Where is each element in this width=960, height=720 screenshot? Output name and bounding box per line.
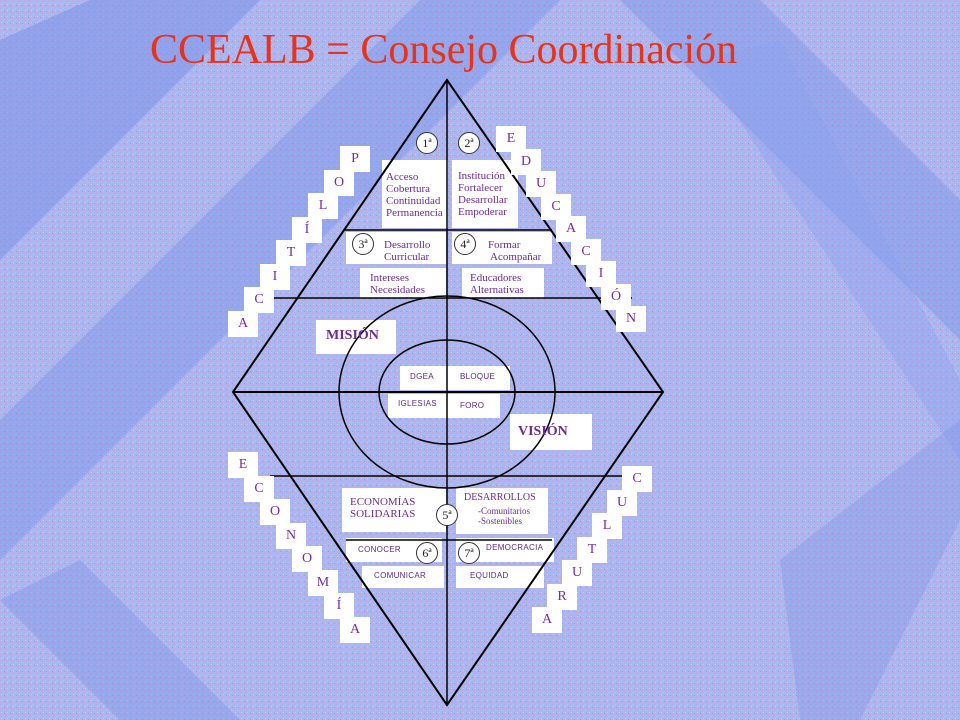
page-title: CCEALB = Consejo Coordinación: [150, 27, 738, 73]
left-top-letter-4: T: [276, 240, 306, 266]
right-top-letter-2: U: [526, 171, 556, 197]
sector-3b-box: [360, 268, 446, 298]
right-top-letter-6: I: [586, 261, 616, 287]
center-bottom-box: [388, 394, 500, 418]
right-bottom-letter-1: U: [607, 489, 637, 516]
center-top-box: [400, 366, 510, 390]
conocer-label: CONOCER: [358, 545, 401, 554]
right-bottom-letter-6: A: [532, 607, 562, 633]
left-bottom-letter-3: N: [276, 522, 306, 549]
mision-label: MISIÓN: [326, 328, 379, 343]
left-top-letter-3: Í: [292, 216, 322, 243]
sector-7-bottom-box: [456, 566, 544, 588]
left-top-letter-0: P: [340, 146, 370, 172]
left-bottom-letter-0: E: [228, 452, 258, 478]
left-bottom-letter-4: O: [292, 546, 322, 572]
right-top-letter-4: A: [556, 216, 586, 242]
badge-6: 6ª: [416, 542, 438, 564]
left-top-letter-5: I: [260, 263, 290, 290]
right-top-letter-1: D: [511, 148, 541, 175]
left-bottom-letter-7: A: [340, 616, 370, 643]
left-bottom-letter-2: O: [260, 499, 290, 525]
right-bottom-letter-0: C: [622, 466, 652, 492]
badge-4: 4ª: [454, 233, 476, 255]
right-bottom-letter-3: T: [577, 536, 607, 563]
sector-6-bottom-box: [362, 566, 444, 588]
sector-5-right-items: -Comunitarios-Sostenibles: [478, 506, 530, 526]
iglesias-label: IGLESIAS: [398, 399, 437, 408]
mision-box: [316, 320, 396, 354]
left-top-letter-1: O: [324, 169, 354, 196]
left-bottom-letter-1: C: [244, 475, 274, 502]
right-top-letter-3: C: [541, 193, 571, 220]
left-top-letter-2: L: [308, 193, 338, 219]
sector-4b-box: [462, 268, 544, 298]
foro-label: FORO: [460, 401, 485, 410]
right-top-letter-7: Ó: [601, 283, 631, 310]
right-bottom-letter-2: L: [592, 513, 622, 539]
sector-1-box: [382, 160, 448, 228]
badge-5: 5ª: [436, 504, 458, 526]
left-bottom-letter-6: Í: [324, 593, 354, 619]
vision-label: VISIÓN: [518, 424, 568, 439]
sector-5-right-text: DESARROLLOS: [464, 492, 536, 503]
sector-2-box: [452, 160, 518, 228]
left-bottom-letter-5: M: [308, 569, 338, 596]
badge-2: 2ª: [458, 132, 480, 154]
democracia-label: DEMOCRACIA: [486, 543, 544, 552]
sector-5-right-box: [456, 488, 548, 534]
comunicar-label: COMUNICAR: [374, 571, 427, 580]
right-bottom-letter-4: U: [562, 560, 592, 586]
right-top-letter-5: C: [571, 238, 601, 265]
right-top-letter-0: E: [496, 126, 526, 152]
bloque-label: BLOQUE: [460, 372, 496, 381]
left-top-letter-7: A: [228, 310, 258, 337]
badge-3: 3ª: [352, 233, 374, 255]
badge-1: 1ª: [416, 132, 438, 154]
equidad-label: EQUIDAD: [470, 571, 509, 580]
right-top-letter-8: N: [616, 306, 646, 332]
right-bottom-letter-5: R: [547, 583, 577, 610]
sector-5-left-box: [342, 488, 446, 532]
badge-7: 7ª: [458, 542, 480, 564]
dgea-label: DGEA: [410, 372, 434, 381]
left-top-letter-6: C: [244, 287, 274, 313]
